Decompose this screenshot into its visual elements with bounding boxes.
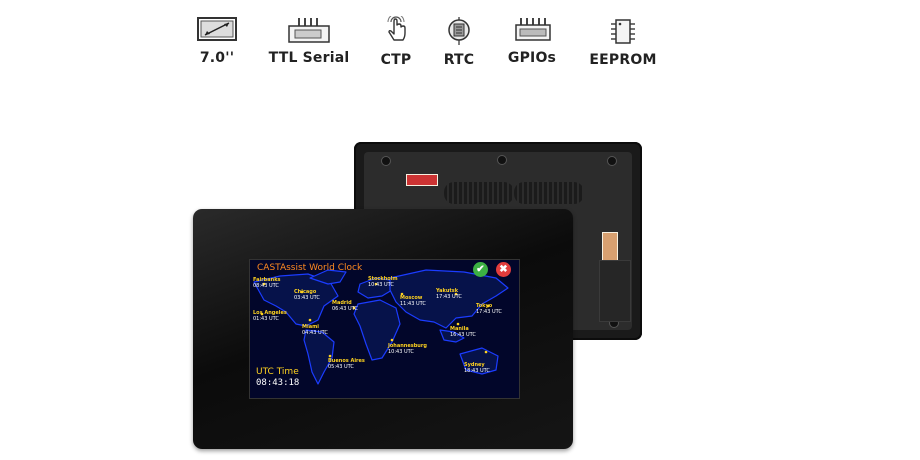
feature-ttl-serial: TTL Serial [264, 16, 354, 66]
feature-display-size: 7.0'' [172, 16, 262, 66]
city-name: Johannesburg [388, 343, 427, 349]
city-name: Buenos Aires [328, 358, 365, 364]
feature-label: GPIOs [507, 50, 557, 66]
touch-hand-icon [387, 16, 406, 41]
world-map-graphic [253, 269, 509, 385]
city-name: Sydney [464, 362, 485, 368]
feature-eeprom: EEPROM [578, 16, 668, 68]
city-time: 10:43 UTC [368, 282, 394, 288]
city-clock: Tokyo 17:43 UTC [476, 303, 502, 315]
feature-label: 7.0'' [199, 50, 235, 66]
city-clock: Miami 04:43 UTC [302, 324, 328, 336]
feature-gpios: GPIOs [487, 16, 577, 66]
city-time: 17:43 UTC [436, 294, 462, 300]
city-time: 11:43 UTC [400, 301, 426, 307]
city-clock: Yakutsk 17:43 UTC [436, 288, 462, 300]
close-icon: ✖ [499, 264, 508, 275]
city-name: Miami [302, 324, 319, 330]
city-time: 01:43 UTC [253, 316, 279, 322]
city-clock: Fairbanks 08:43 UTC [253, 277, 281, 289]
feature-label: EEPROM [589, 52, 657, 68]
city-name: Yakutsk [436, 288, 459, 294]
display-size-icon [197, 17, 237, 41]
city-time: 03:43 UTC [294, 295, 320, 301]
feature-rtc: RTC [414, 16, 504, 68]
city-name: Fairbanks [253, 277, 281, 283]
city-clock: Manila 16:43 UTC [450, 326, 476, 338]
feature-ctp: CTP [351, 16, 441, 68]
feature-label: TTL Serial [268, 50, 350, 66]
city-clock: Moscow 11:43 UTC [400, 295, 426, 307]
screw [497, 155, 507, 165]
vent-grille [514, 182, 584, 204]
rtc-clock-icon [448, 17, 470, 45]
confirm-button[interactable]: ✔ [473, 262, 488, 277]
city-time: 10:43 UTC [388, 349, 414, 355]
city-name: Tokyo [476, 303, 493, 309]
city-clock: Stockholm 10:43 UTC [368, 276, 398, 288]
city-time: 06:43 UTC [332, 306, 358, 312]
city-name: Chicago [294, 289, 317, 295]
city-clock: Buenos Aires 05:43 UTC [328, 358, 365, 370]
city-name: Madrid [332, 300, 352, 306]
feature-label: CTP [380, 52, 412, 68]
feature-label: RTC [443, 52, 475, 68]
lcd-screen[interactable]: CASTAssist World Clock ✔ ✖ Fairbanks 08:… [249, 259, 520, 399]
utc-time-value: 08:43:18 [256, 378, 300, 388]
eeprom-chip-icon [611, 19, 635, 44]
city-time: 17:43 UTC [476, 309, 502, 315]
city-time: 16:43 UTC [450, 332, 476, 338]
gpio-connector-icon [515, 18, 551, 41]
city-clock: Los Angeles 01:43 UTC [253, 310, 287, 322]
city-clock: Chicago 03:43 UTC [294, 289, 320, 301]
city-name: Los Angeles [253, 310, 287, 316]
city-time: 18:43 UTC [464, 368, 490, 374]
utc-time-label: UTC Time [256, 367, 299, 377]
serial-connector-port [406, 174, 438, 186]
screw [381, 156, 391, 166]
city-clock: Johannesburg 10:43 UTC [388, 343, 427, 355]
serial-connector-icon [288, 18, 330, 43]
back-panel-recess [599, 260, 631, 322]
app-title: CASTAssist World Clock [257, 263, 363, 273]
city-time: 04:43 UTC [302, 330, 328, 336]
city-clock: Sydney 18:43 UTC [464, 362, 490, 374]
city-name: Moscow [400, 295, 423, 301]
check-icon: ✔ [476, 264, 485, 275]
city-time: 08:43 UTC [253, 283, 279, 289]
city-name: Stockholm [368, 276, 398, 282]
city-clock: Madrid 06:43 UTC [332, 300, 358, 312]
city-name: Manila [450, 326, 469, 332]
display-front-view: CASTAssist World Clock ✔ ✖ Fairbanks 08:… [193, 209, 573, 449]
screw [607, 156, 617, 166]
cancel-button[interactable]: ✖ [496, 262, 511, 277]
vent-grille [444, 182, 514, 204]
city-time: 05:43 UTC [328, 364, 354, 370]
